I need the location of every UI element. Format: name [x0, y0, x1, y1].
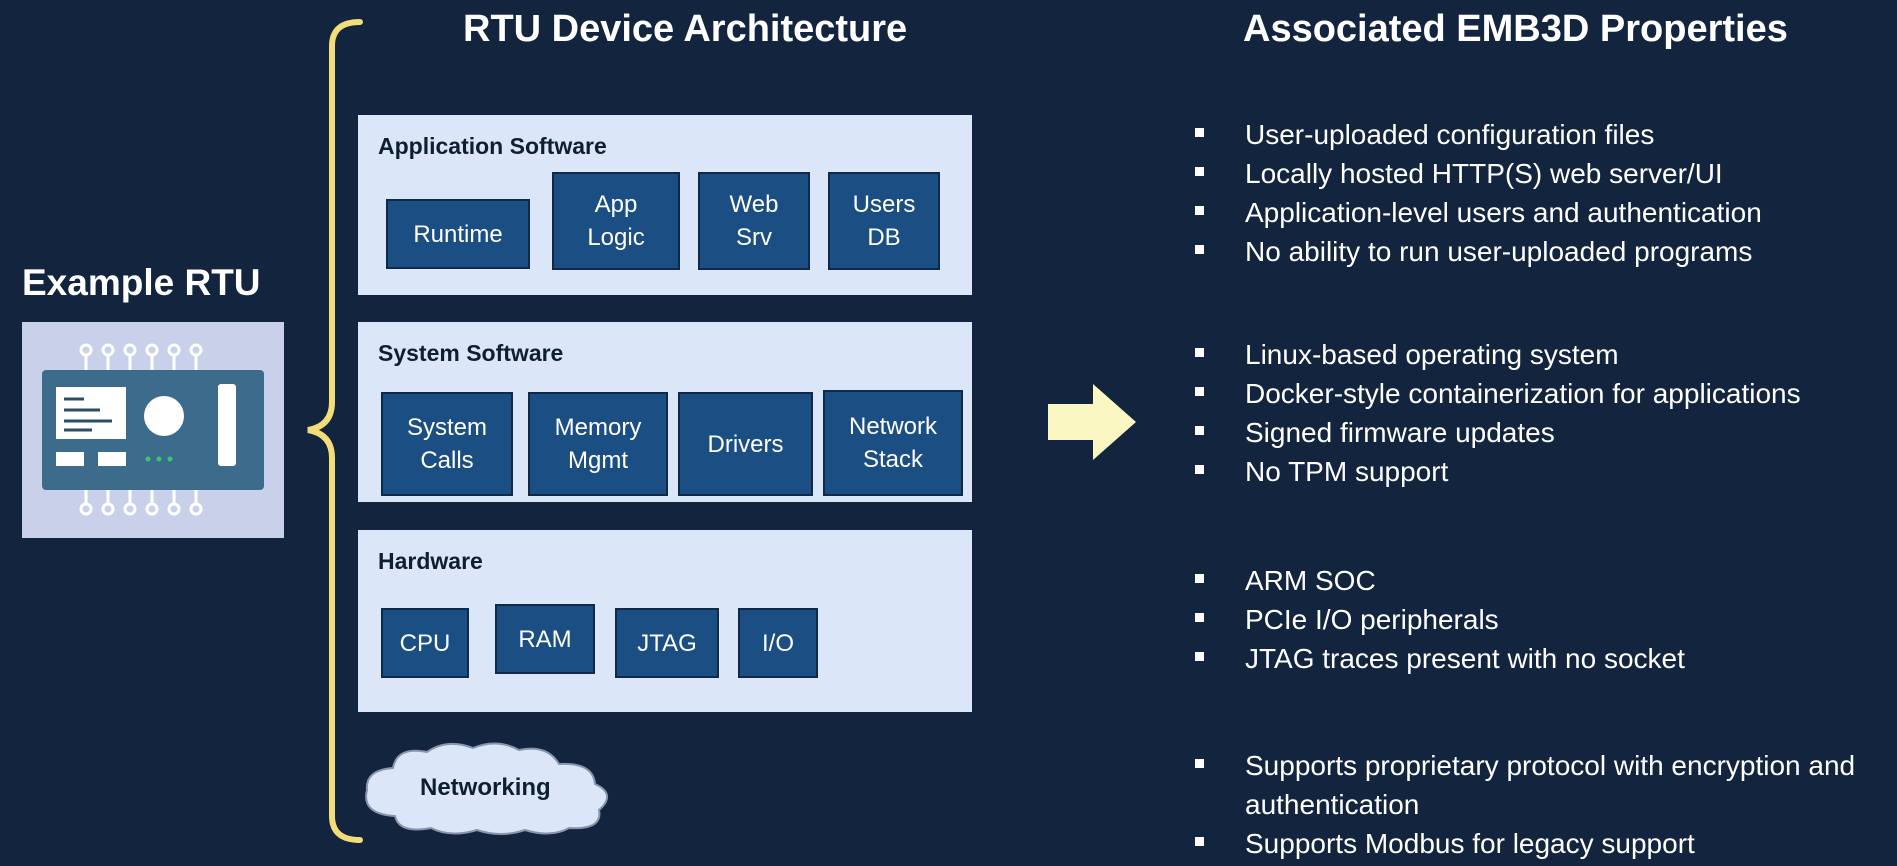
property-item: JTAG traces present with no socket: [1190, 639, 1685, 678]
properties-hardware: ARM SOC PCIe I/O peripherals JTAG traces…: [1190, 561, 1685, 678]
networking-cloud: Networking: [355, 738, 625, 838]
property-item: User-uploaded configuration files: [1190, 115, 1762, 154]
component-ram: RAM: [495, 604, 595, 674]
component-web-srv: Web Srv: [698, 172, 810, 270]
layer-title: Hardware: [378, 548, 483, 574]
property-item: Docker-style containerization for applic…: [1190, 374, 1801, 413]
networking-label: Networking: [420, 774, 551, 801]
property-item: Signed firmware updates: [1190, 413, 1801, 452]
property-item: Locally hosted HTTP(S) web server/UI: [1190, 154, 1762, 193]
properties-title: Associated EMB3D Properties: [1243, 8, 1788, 50]
component-system-calls: System Calls: [381, 392, 513, 496]
property-item: ARM SOC: [1190, 561, 1685, 600]
property-item: Application-level users and authenticati…: [1190, 193, 1762, 232]
component-network-stack: Network Stack: [823, 390, 963, 496]
device-label: Example RTU: [22, 262, 261, 303]
properties-application: User-uploaded configuration files Locall…: [1190, 115, 1762, 271]
rtu-device-panel: [22, 322, 284, 538]
rtu-device-icon: [42, 343, 264, 516]
component-runtime: Runtime: [386, 199, 530, 269]
layer-hardware: Hardware CPU RAM JTAG I/O: [358, 530, 972, 712]
layer-system-software: System Software System Calls Memory Mgmt…: [358, 322, 972, 502]
right-arrow-icon: [1048, 384, 1136, 460]
component-jtag: JTAG: [615, 608, 719, 678]
properties-system: Linux-based operating system Docker-styl…: [1190, 335, 1801, 491]
component-memory-mgmt: Memory Mgmt: [528, 392, 668, 496]
component-drivers: Drivers: [678, 392, 813, 496]
component-io: I/O: [738, 608, 818, 678]
properties-networking: Supports proprietary protocol with encry…: [1190, 746, 1885, 863]
property-item: PCIe I/O peripherals: [1190, 600, 1685, 639]
property-item: Supports Modbus for legacy support: [1190, 824, 1885, 863]
curly-brace-icon: [307, 19, 363, 843]
property-item: No TPM support: [1190, 452, 1801, 491]
architecture-title: RTU Device Architecture: [463, 8, 908, 50]
component-app-logic: App Logic: [552, 172, 680, 270]
property-item: No ability to run user-uploaded programs: [1190, 232, 1762, 271]
cloud-icon: [365, 742, 608, 835]
component-users-db: Users DB: [828, 172, 940, 270]
layer-application-software: Application Software Runtime App Logic W…: [358, 115, 972, 295]
layer-title: System Software: [378, 340, 564, 366]
property-item: Linux-based operating system: [1190, 335, 1801, 374]
layer-title: Application Software: [378, 133, 607, 159]
component-cpu: CPU: [381, 608, 469, 678]
property-item: Supports proprietary protocol with encry…: [1190, 746, 1885, 824]
